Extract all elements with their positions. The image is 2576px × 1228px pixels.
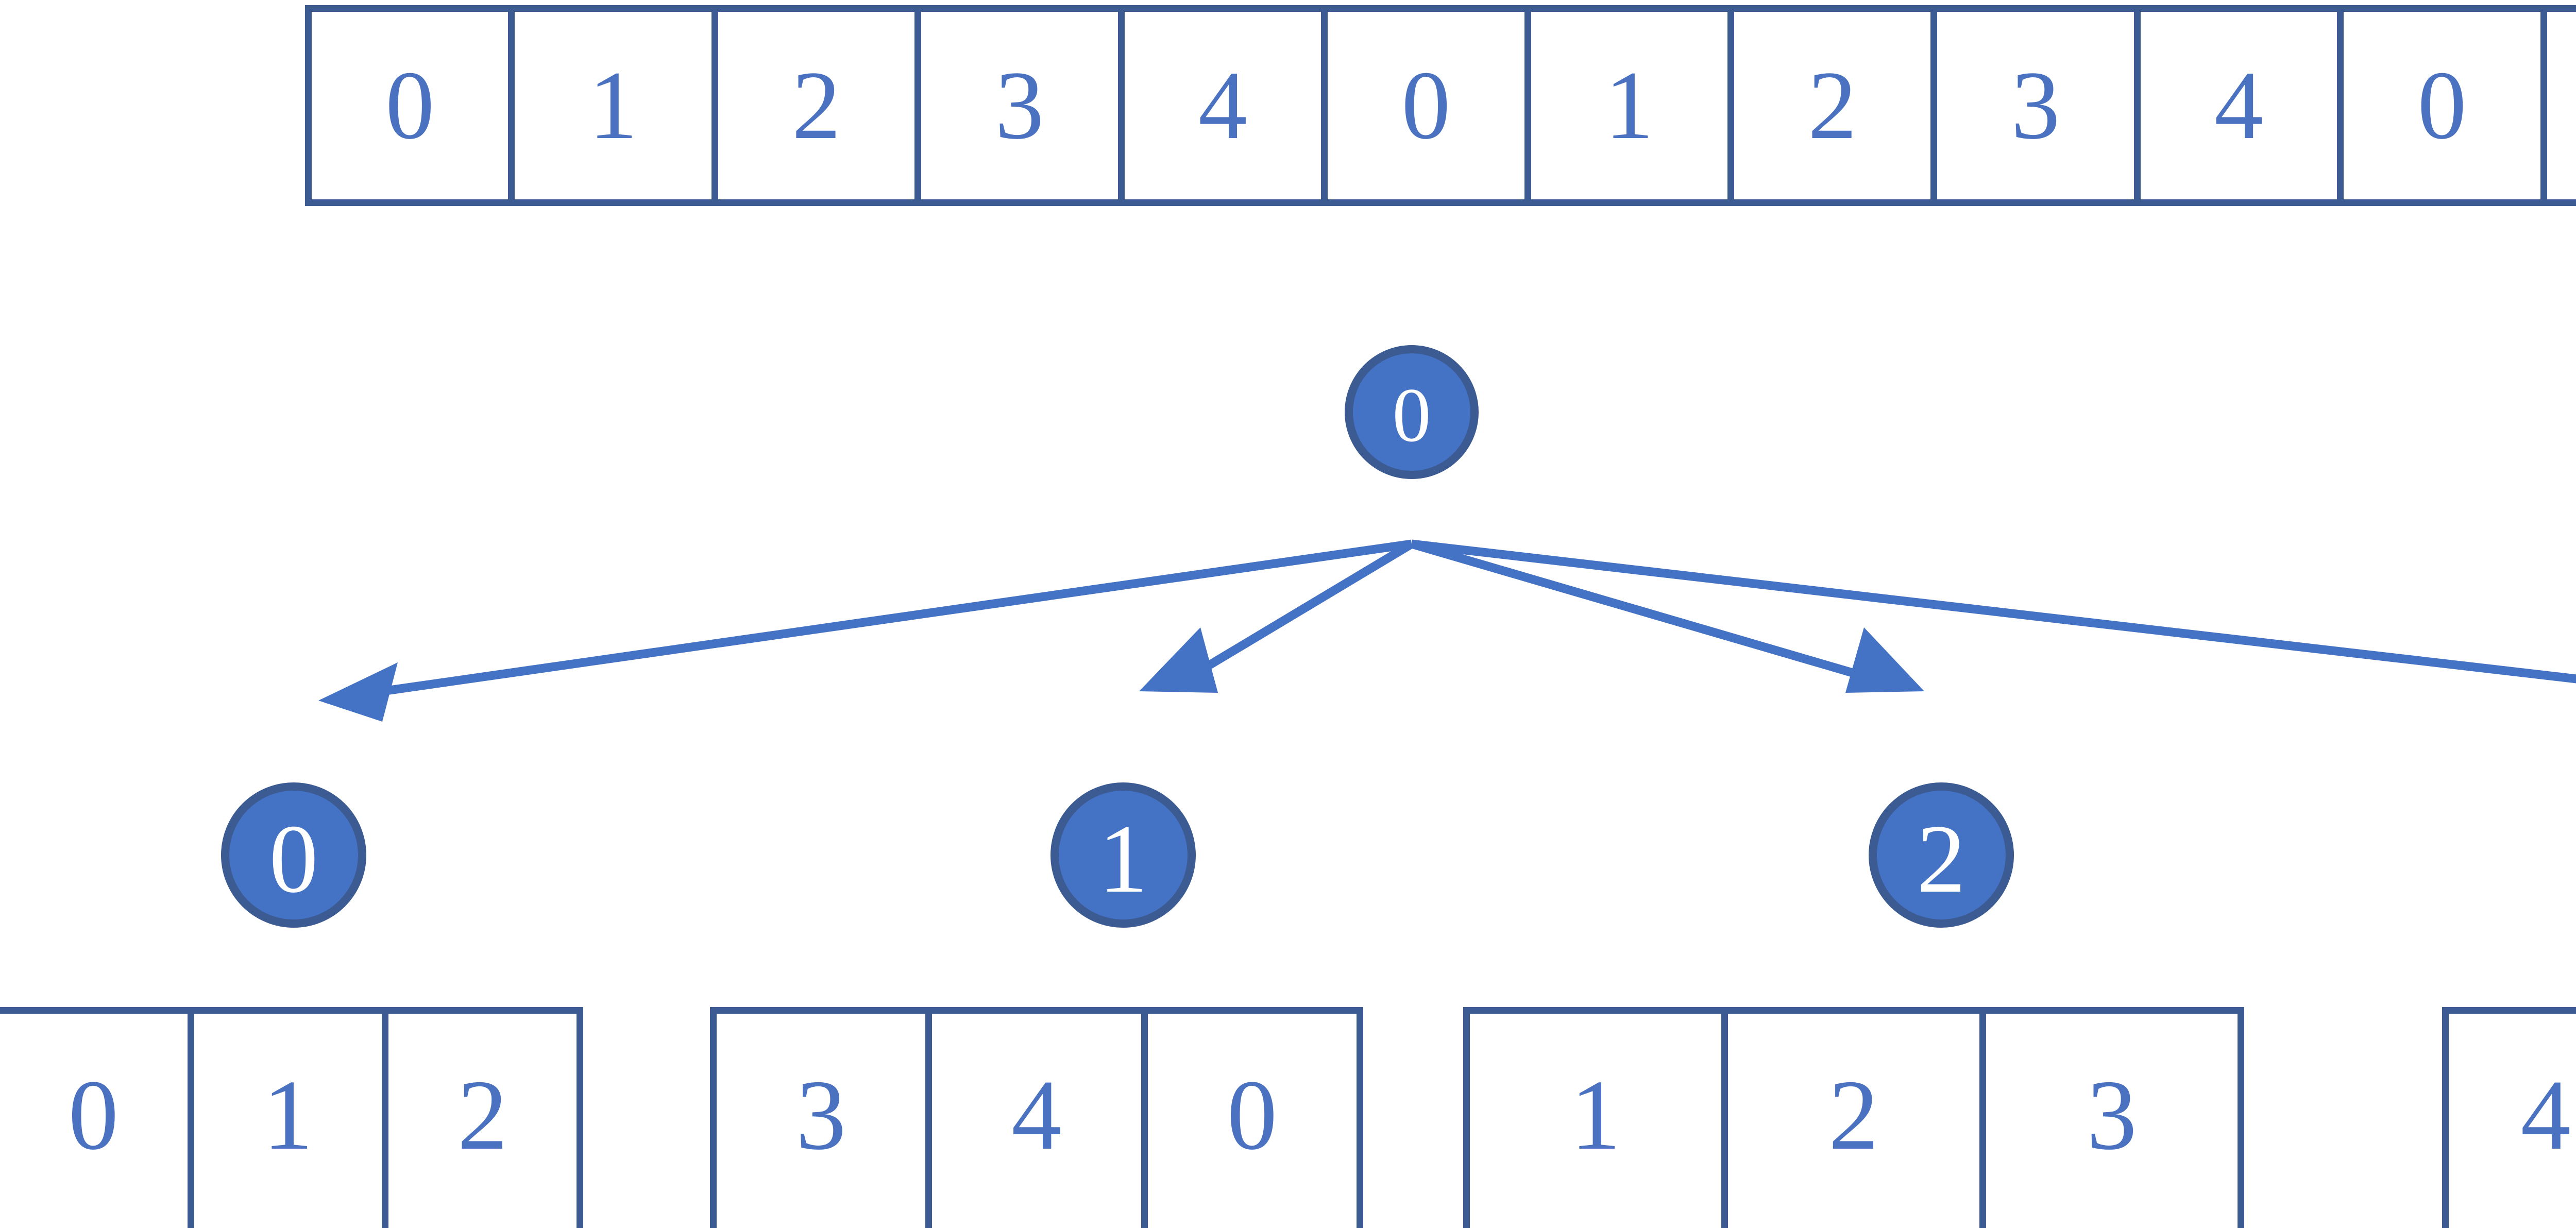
array-cell: 3 xyxy=(1937,12,2141,199)
node-label-child-1: 1 xyxy=(1099,805,1148,913)
array-cell: 0 xyxy=(1227,1059,1278,1171)
array-cell: 4 xyxy=(2141,12,2344,199)
node-circle-child-1[interactable] xyxy=(1050,782,1196,928)
array-cell: 2 xyxy=(1734,12,1938,199)
edge-root-to-child-1 xyxy=(1180,540,1414,685)
tree-node-child-0[interactable]: 0 xyxy=(221,782,366,928)
top-array: 0 1 2 3 4 0 1 2 3 4 0 1 xyxy=(305,5,2576,206)
array-cell: 3 xyxy=(2087,1059,2137,1171)
array-cell: 1 xyxy=(1531,12,1734,199)
node-label-root: 0 xyxy=(1393,372,1431,458)
array-cell: 1 xyxy=(1470,1014,1728,1228)
leaf-array-3: 4 0 1 xyxy=(2442,1007,2576,1228)
array-cell: 0 xyxy=(0,1014,194,1228)
leaf-array-1: 3 4 0 xyxy=(710,1007,1363,1228)
edge-root-to-child-2 xyxy=(1410,539,1882,686)
array-cell: 2 xyxy=(1728,1014,1986,1228)
array-cell: 2 xyxy=(718,12,922,199)
array-cell: 4 xyxy=(1125,12,1328,199)
tree-node-root[interactable]: 0 xyxy=(1345,345,1479,479)
leaf-array-2: 1 2 3 xyxy=(1463,1007,2244,1228)
node-circle-child-0[interactable] xyxy=(221,782,366,928)
node-circle-root[interactable] xyxy=(1345,345,1479,479)
tree-edges xyxy=(318,539,2576,722)
array-cell: 0 xyxy=(1328,12,1531,199)
leaf-array-0: 0 1 2 xyxy=(0,1007,583,1228)
array-cell: 2 xyxy=(457,1059,508,1171)
array-cell: 3 xyxy=(717,1014,933,1228)
node-label-child-2: 2 xyxy=(1917,805,1966,913)
array-cell: 0 xyxy=(2344,12,2547,199)
arrow-head-child-0 xyxy=(318,662,398,722)
tree-node-child-2[interactable]: 2 xyxy=(1869,782,2014,928)
edge-root-to-child-3 xyxy=(1411,539,2576,684)
node-circle-child-2[interactable] xyxy=(1869,782,2014,928)
array-cell: 4 xyxy=(2449,1014,2576,1228)
arrow-head-child-1 xyxy=(1139,627,1218,693)
node-label-child-0: 0 xyxy=(269,805,318,913)
array-cell: 0 xyxy=(312,12,515,199)
tree-node-child-1[interactable]: 1 xyxy=(1050,782,1196,928)
array-cell: 1 xyxy=(194,1014,389,1228)
array-cell: 3 xyxy=(921,12,1125,199)
array-cell: 1 xyxy=(515,12,718,199)
arrow-head-child-2 xyxy=(1845,627,1924,693)
edge-root-to-child-0 xyxy=(360,539,1413,699)
array-cell: 4 xyxy=(932,1014,1148,1228)
